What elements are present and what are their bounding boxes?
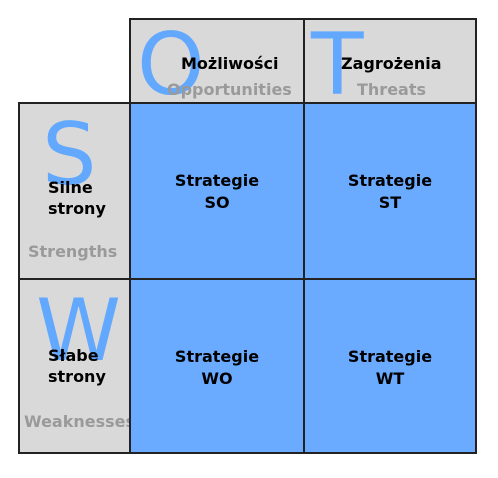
label-threats: Threats [357, 80, 427, 99]
quadrant-st-label: Strategie ST [305, 170, 475, 215]
label-slabe: Słabe [48, 346, 99, 365]
label-strengths: Strengths [28, 242, 118, 261]
quadrant-wo-line1: Strategie [174, 347, 260, 366]
quadrant-wt-line1: Strategie [347, 347, 433, 366]
label-weaknesses: Weaknesses [24, 412, 131, 431]
letter-s: S [42, 105, 97, 205]
label-zagrozenia: Zagrożenia [341, 54, 442, 73]
quadrant-wt: Strategie WT [303, 278, 477, 454]
label-strony-2: strony [48, 366, 106, 386]
label-mozliwosci: Możliwości [181, 54, 279, 73]
quadrant-so-line2: SO [204, 193, 230, 213]
quadrant-so-line1: Strategie [174, 171, 260, 190]
quadrant-st-line1: Strategie [347, 171, 433, 190]
header-threats: T Zagrożenia Threats [303, 18, 477, 104]
header-opportunities: O Możliwości Opportunities [129, 18, 305, 104]
letter-t: T [311, 18, 364, 104]
quadrant-wt-label: Strategie WT [305, 346, 475, 391]
header-strengths: S Silne strony Strengths [18, 102, 131, 280]
label-silne-strony: Silne strony [48, 178, 106, 220]
letter-w: W [36, 281, 122, 381]
header-weaknesses: W Słabe strony Weaknesses [18, 278, 131, 454]
quadrant-so: Strategie SO [129, 102, 305, 280]
label-slabe-strony: Słabe strony [48, 346, 106, 388]
quadrant-wo-label: Strategie WO [131, 346, 303, 391]
label-silne: Silne [48, 178, 93, 197]
label-opportunities: Opportunities [167, 80, 292, 99]
letter-o: O [137, 18, 205, 104]
quadrant-wo-line2: WO [201, 369, 233, 389]
quadrant-st-line2: ST [378, 193, 402, 213]
quadrant-st: Strategie ST [303, 102, 477, 280]
quadrant-wo: Strategie WO [129, 278, 305, 454]
label-strony-1: strony [48, 198, 106, 218]
quadrant-wt-line2: WT [375, 369, 405, 389]
quadrant-so-label: Strategie SO [131, 170, 303, 215]
